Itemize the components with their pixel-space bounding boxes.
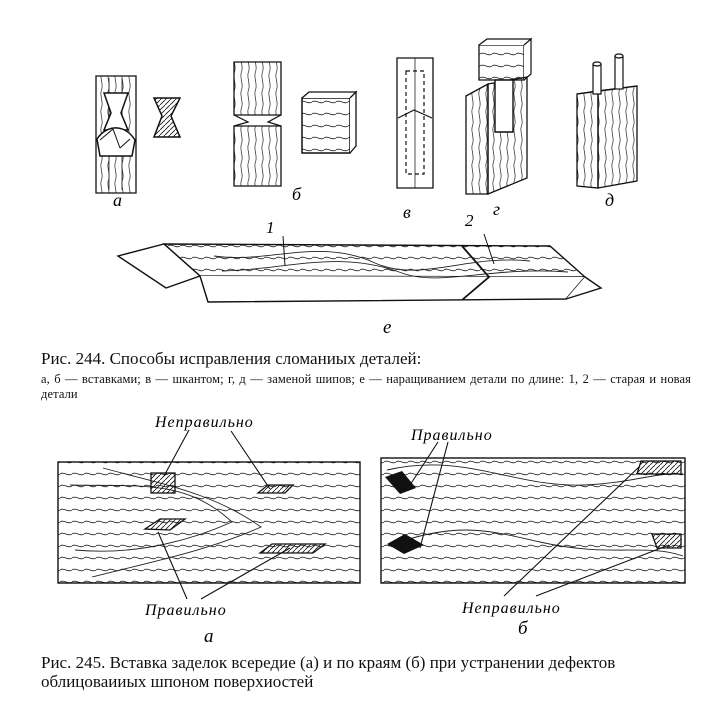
fig245-a-right-label: Правильно: [144, 602, 227, 619]
fig244-v-drawing: [396, 57, 434, 189]
fig245-b-right-label: Правильно: [410, 427, 493, 444]
fig244-caption-body: а, б — вставками; в — шкантом; г, д — за…: [41, 372, 691, 401]
fig244-a-drawing: [95, 75, 182, 194]
fig244-label-b: б: [292, 184, 302, 204]
fig244-e-drawing: [116, 233, 603, 303]
fig245-a-wrong-label: Неправильно: [154, 414, 254, 431]
fig244-d-drawing: [576, 53, 638, 189]
fig245-label-a: а: [204, 626, 214, 647]
fig245-label-b: б: [518, 618, 529, 639]
fig244-b-drawing: [233, 61, 358, 187]
fig245-a-drawing: [57, 429, 361, 600]
fig244-label-v: в: [403, 202, 411, 222]
fig245-caption: Рис. 245. Вставка заделок всередие (а) и…: [41, 653, 616, 691]
fig244-label-g: г: [493, 199, 500, 219]
fig244-label-d: д: [605, 190, 614, 210]
fig244-callout-1: 1: [266, 218, 275, 237]
fig244-callout-2: 2: [465, 211, 474, 230]
fig245-b-drawing: [380, 441, 686, 597]
fig244-caption-title: Рис. 244. Способы исправления сломаниых …: [41, 349, 422, 368]
fig244-g-drawing: [465, 37, 533, 195]
fig244-label-e: е: [383, 317, 391, 338]
fig244-label-a: а: [113, 190, 122, 210]
fig245-b-wrong-label: Неправильно: [461, 600, 561, 617]
